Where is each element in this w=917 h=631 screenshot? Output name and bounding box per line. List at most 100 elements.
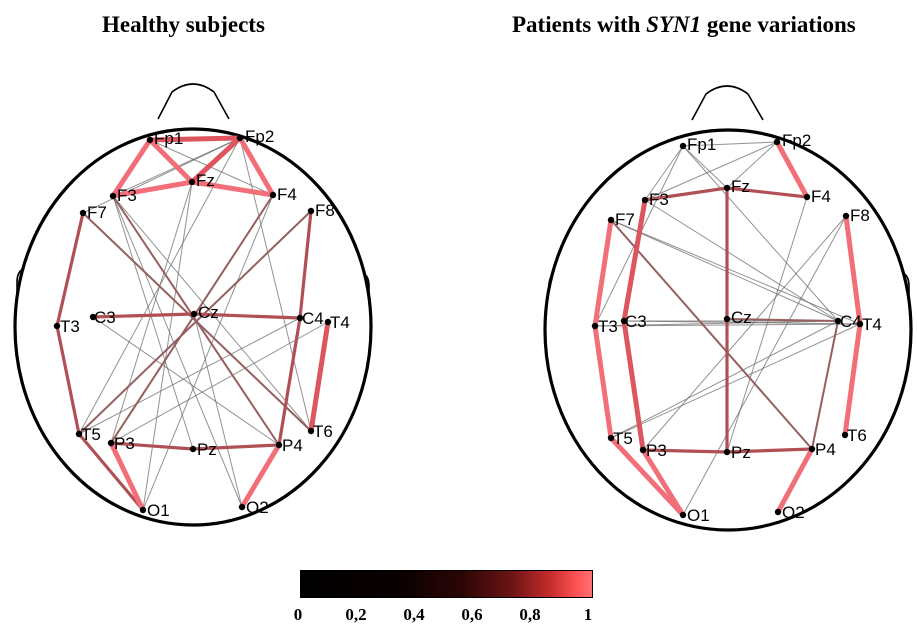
healthy-electrode-label-o2: O2 — [246, 498, 269, 517]
healthy-electrode-cz — [190, 310, 198, 318]
patients-connection-f8-p3 — [642, 215, 847, 451]
healthy-connection-t5-c4 — [78, 317, 301, 435]
patients-electrode-f8 — [842, 212, 850, 220]
patients-electrode-label-f7: F7 — [615, 210, 635, 229]
healthy-connection-f4-o1 — [142, 194, 274, 511]
patients-electrode-fp2 — [773, 138, 781, 146]
patients-electrode-label-f8: F8 — [850, 206, 870, 225]
patients-connection-c3-t4 — [623, 320, 861, 325]
patients-connection-cz-c4 — [726, 318, 839, 322]
patients-electrode-pz — [723, 448, 731, 456]
healthy-electrode-fp1 — [146, 136, 154, 144]
healthy-electrode-fp2 — [236, 134, 244, 142]
patients-electrode-label-t5: T5 — [613, 429, 633, 448]
patients-connection-f7-p4 — [610, 219, 813, 450]
colorbar-tick-0: 0 — [293, 605, 303, 624]
patients-connection-f3-fz — [643, 186, 729, 202]
patients-nose — [691, 85, 764, 121]
patients-connection-t4-t6 — [842, 321, 863, 438]
healthy-subjects-title: Healthy subjects — [102, 12, 265, 37]
patients-electrode-f7 — [607, 216, 615, 224]
patients-electrode-label-t6: T6 — [847, 426, 867, 445]
healthy-connection-fz-f4 — [189, 179, 276, 198]
patients-connection-f7-c4 — [610, 219, 839, 322]
healthy-connection-f7-t3 — [55, 211, 85, 328]
healthy-connection-p3-pz — [109, 441, 195, 451]
patients-connection-t5-o1 — [608, 435, 686, 518]
patients-electrode-o1 — [679, 511, 687, 519]
healthy-electrode-o2 — [238, 503, 246, 511]
patients-electrode-label-fp1: Fp1 — [687, 135, 716, 154]
healthy-electrode-label-f3: F3 — [117, 186, 137, 205]
healthy-connection-fp2-fz — [189, 135, 243, 185]
patients-connection-fp2-f3 — [644, 141, 778, 201]
patients-connection-t5-t4 — [610, 323, 861, 439]
healthy-electrode-p4 — [275, 441, 283, 449]
healthy-electrode-t4 — [324, 318, 332, 326]
patients-electrode-label-pz: Pz — [731, 443, 751, 462]
healthy-electrode-t5 — [75, 430, 83, 438]
healthy-connection-f8-t5 — [78, 210, 312, 435]
patients-connection-p3-pz — [641, 448, 729, 454]
patients-electrode-label-p4: P4 — [815, 440, 836, 459]
colorbar-tick-1: 0,2 — [345, 605, 367, 624]
patients-connection-pz-p4 — [725, 447, 814, 454]
patients-connection-t5-c4 — [610, 320, 839, 439]
patients-connection-f7-t3 — [592, 217, 614, 329]
healthy-electrode-f3 — [109, 192, 117, 200]
healthy-electrode-f8 — [307, 207, 315, 215]
colorbar-tick-2: 0,4 — [403, 605, 425, 624]
patients-connection-p3-o1 — [640, 447, 686, 518]
patients-electrode-label-o1: O1 — [687, 506, 710, 525]
patients-electrode-c4 — [834, 317, 842, 325]
patients-electrode-label-t3: T3 — [598, 317, 618, 336]
colorbar-tick-4: 0,8 — [519, 605, 541, 624]
healthy-electrode-label-fz: Fz — [196, 171, 215, 190]
patients-electrode-o2 — [774, 508, 782, 516]
healthy-electrode-label-t3: T3 — [60, 317, 80, 336]
healthy-electrode-label-o1: O1 — [147, 501, 170, 520]
healthy-electrode-label-c3: C3 — [94, 308, 116, 327]
healthy-connection-fz-p3 — [110, 181, 193, 444]
patients-electrode-label-f4: F4 — [811, 187, 831, 206]
patients-electrode-fz — [723, 184, 731, 192]
patients-connection-t3-c4 — [594, 320, 839, 327]
healthy-connection-c4-p4 — [277, 316, 302, 447]
patients-electrode-label-c4: C4 — [840, 312, 862, 331]
colorbar — [300, 570, 593, 598]
healthy-connection-cz-c4 — [192, 312, 302, 320]
patients-electrode-f4 — [803, 193, 811, 201]
healthy-electrode-c3 — [89, 313, 97, 321]
patients-connection-fp2-f4 — [774, 139, 810, 200]
healthy-connection-f7-t6 — [82, 212, 312, 432]
healthy-electrode-label-p3: P3 — [114, 434, 135, 453]
patients-electrode-t3 — [591, 322, 599, 330]
healthy-electrode-label-fp2: Fp2 — [245, 127, 274, 146]
healthy-connection-p3-o1 — [108, 440, 146, 513]
healthy-electrode-label-f4: F4 — [277, 185, 297, 204]
healthy-connection-t4-t6 — [308, 319, 331, 434]
healthy-connection-c3-cz — [91, 312, 196, 319]
patients-connection-fp1-fp2 — [682, 141, 778, 147]
colorbar-tick-5: 1 — [583, 605, 593, 624]
patients-connection-fz-f4 — [725, 186, 809, 199]
patients-electrode-label-fp2: Fp2 — [782, 131, 811, 150]
healthy-connection-f3-fz — [110, 179, 195, 199]
healthy-electrode-label-p4: P4 — [282, 436, 303, 455]
healthy-electrode-t3 — [53, 322, 61, 330]
healthy-connection-p3-t4 — [110, 321, 329, 444]
healthy-electrode-label-f7: F7 — [87, 203, 107, 222]
healthy-connection-fp1-f3 — [110, 137, 153, 199]
healthy-connection-f3-pz — [112, 195, 194, 450]
healthy-electrode-label-t5: T5 — [81, 425, 101, 444]
patients-electrode-c3 — [620, 317, 628, 325]
healthy-electrode-label-c4: C4 — [302, 309, 324, 328]
healthy-connection-fp2-t6 — [239, 137, 312, 432]
patients-connection-fp2-fz — [726, 141, 778, 189]
healthy-electrode-label-t6: T6 — [313, 422, 333, 441]
patients-connection-c3-p3 — [621, 318, 646, 453]
healthy-connection-cz-o2 — [193, 313, 243, 508]
healthy-electrode-o1 — [139, 506, 147, 514]
patients-connection-t3-t5 — [592, 323, 614, 441]
